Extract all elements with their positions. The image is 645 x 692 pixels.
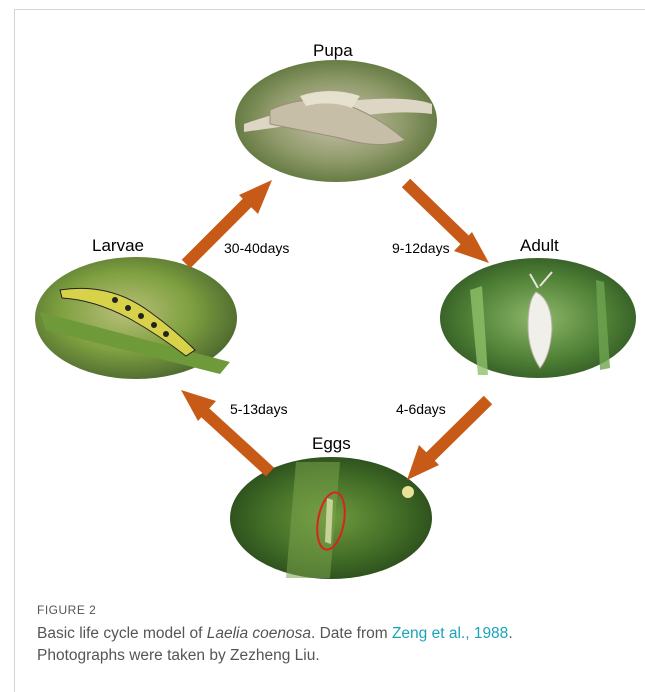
duration-label-larvae-to-pupa: 30-40days — [224, 240, 289, 256]
figure-label: FIGURE 2 — [37, 603, 96, 617]
caption-text-middle: . Date from — [311, 625, 392, 642]
caption-text-end: . — [508, 625, 512, 642]
stage-label-larvae: Larvae — [92, 236, 144, 256]
larvae-photo — [35, 257, 237, 379]
figure-caption: Basic life cycle model of Laelia coenosa… — [37, 623, 627, 667]
caption-text-start: Basic life cycle model of — [37, 625, 207, 642]
pupa-photo — [235, 60, 437, 182]
stage-label-eggs: Eggs — [312, 434, 351, 454]
duration-label-pupa-to-adult: 9-12days — [392, 240, 450, 256]
stage-label-pupa: Pupa — [313, 41, 353, 61]
caption-photo-credit: Photographs were taken by Zezheng Liu. — [37, 647, 320, 664]
adult-photo — [440, 258, 636, 378]
caption-species-name: Laelia coenosa — [207, 625, 311, 642]
duration-label-adult-to-eggs: 4-6days — [396, 401, 446, 417]
eggs-photo — [230, 457, 432, 579]
duration-label-eggs-to-larvae: 5-13days — [230, 401, 288, 417]
life-cycle-diagram — [0, 0, 645, 600]
stage-label-adult: Adult — [520, 236, 559, 256]
caption-reference-link[interactable]: Zeng et al., 1988 — [392, 625, 508, 642]
